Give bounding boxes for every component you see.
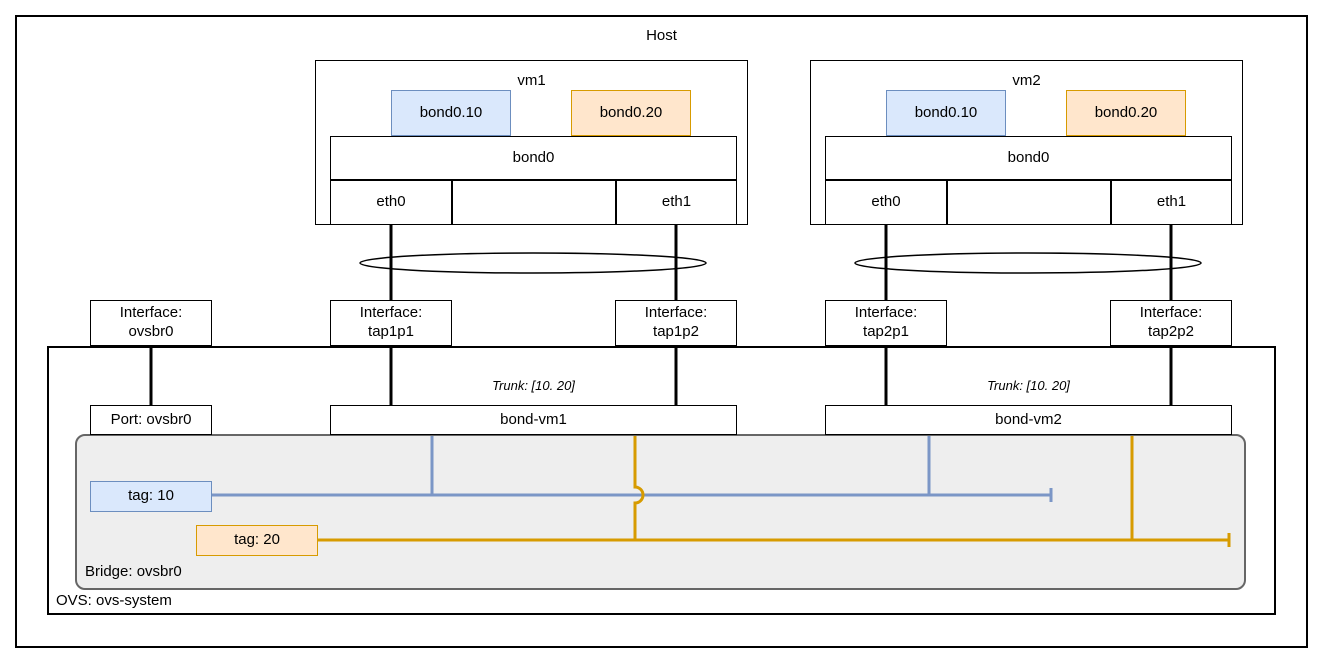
vm1-label: vm1 [517,72,546,89]
interface-tap1p1-name: tap1p1 [368,323,414,340]
interface-prefix: Interface: [359,304,423,322]
interface-prefix: Interface: [119,304,183,322]
trunk-annotation-vm1: Trunk: [10. 20] [492,378,575,393]
tag-10-box: tag: 10 [90,481,212,512]
interface-tap2p1-name: tap2p1 [863,323,909,340]
bridge-label: Bridge: ovsbr0 [85,563,182,580]
vm2-label: vm2 [1012,72,1041,89]
interface-tap1p2-name: tap1p2 [653,323,699,340]
vm2-bond0-box: bond0 [825,136,1232,180]
vm2-eth1-box: eth1 [1111,180,1232,225]
interface-tap2p2-box: Interface:tap2p2 [1110,300,1232,346]
interface-tap1p1-box: Interface:tap1p1 [330,300,452,346]
ovs-system-label: OVS: ovs-system [56,592,172,609]
vm2-eth0-box: eth0 [825,180,947,225]
interface-tap2p2-name: tap2p2 [1148,323,1194,340]
interface-prefix: Interface: [854,304,918,322]
host-label: Host [646,27,677,44]
interface-tap2p1-box: Interface:tap2p1 [825,300,947,346]
bond-vm1-box: bond-vm1 [330,405,737,435]
vm1-eth0-box: eth0 [330,180,452,225]
bridge-box [75,434,1246,590]
vm1-bond0.20-box: bond0.20 [571,90,691,136]
vm2-bond0.10-box: bond0.10 [886,90,1006,136]
interface-ovsbr0-name: ovsbr0 [128,323,174,340]
port-ovsbr0-box: Port: ovsbr0 [90,405,212,435]
vm2-nic-spacer-box [947,180,1111,225]
vm1-bond0-box: bond0 [330,136,737,180]
trunk-annotation-vm2: Trunk: [10. 20] [987,378,1070,393]
interface-prefix: Interface: [1139,304,1203,322]
interface-ovsbr0-box: Interface:ovsbr0 [90,300,212,346]
tag-20-box: tag: 20 [196,525,318,556]
vm1-bond0.10-box: bond0.10 [391,90,511,136]
interface-tap1p2-box: Interface:tap1p2 [615,300,737,346]
vm1-eth1-box: eth1 [616,180,737,225]
bond-vm2-box: bond-vm2 [825,405,1232,435]
vm1-nic-spacer-box [452,180,616,225]
interface-prefix: Interface: [644,304,708,322]
vm2-bond0.20-box: bond0.20 [1066,90,1186,136]
